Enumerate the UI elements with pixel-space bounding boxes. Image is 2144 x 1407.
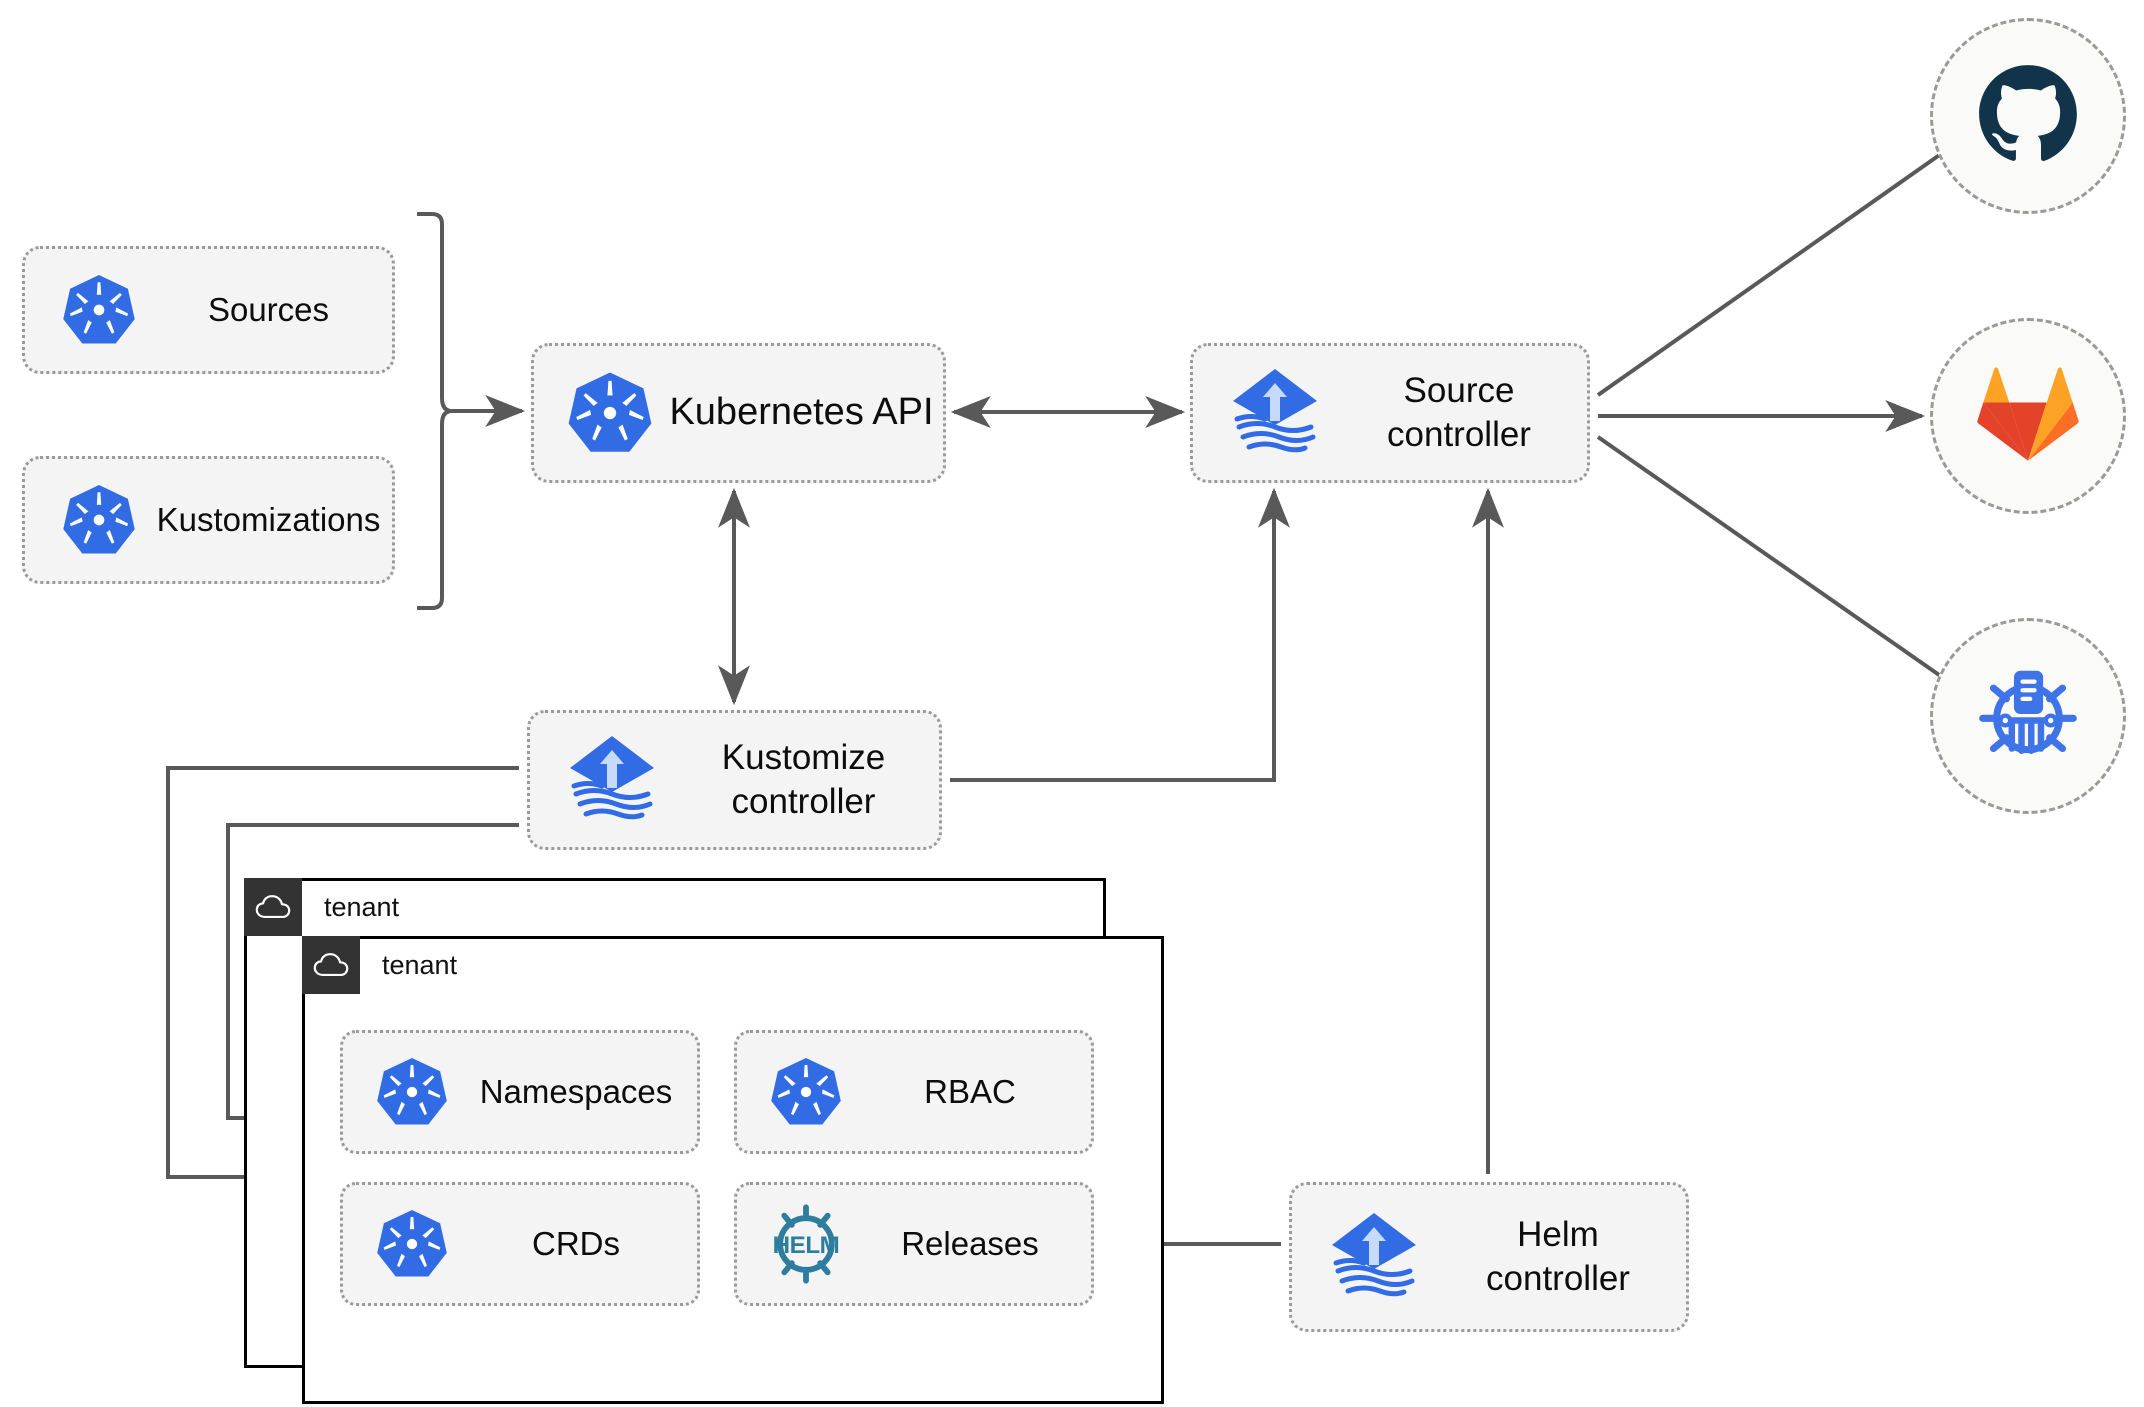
helm-repository-icon bbox=[1974, 660, 2082, 773]
resource-releases-label: Releases bbox=[901, 1225, 1039, 1262]
node-source-controller[interactable]: Source controller bbox=[1190, 343, 1590, 483]
cloud-icon bbox=[244, 878, 302, 936]
node-helm-controller[interactable]: Helm controller bbox=[1289, 1182, 1689, 1332]
resource-rbac-label: RBAC bbox=[924, 1073, 1016, 1110]
tenant-outer-label: tenant bbox=[324, 891, 400, 922]
gitlab-icon bbox=[1976, 365, 2080, 468]
helm-controller-line2: controller bbox=[1486, 1259, 1630, 1298]
tenant-inner-header: tenant bbox=[302, 936, 457, 994]
node-kustomizations[interactable]: Kustomizations bbox=[22, 456, 395, 584]
tenant-outer-header: tenant bbox=[244, 878, 399, 936]
kubernetes-icon bbox=[763, 1055, 849, 1129]
kubernetes-icon bbox=[560, 369, 660, 457]
resource-namespaces-label: Namespaces bbox=[479, 1073, 673, 1110]
tenant-container-inner[interactable]: tenant bbox=[302, 936, 1164, 1404]
cloud-icon bbox=[302, 936, 360, 994]
kubernetes-icon bbox=[369, 1207, 455, 1281]
tenant-inner-label: tenant bbox=[382, 949, 458, 980]
edge-sourcectl-helmrepo bbox=[1596, 435, 1978, 702]
edge-crd-bracket bbox=[417, 212, 453, 610]
resource-crds-label: CRDs bbox=[532, 1225, 620, 1262]
source-controller-line1: Source bbox=[1403, 371, 1515, 411]
resource-rbac[interactable]: RBAC bbox=[734, 1030, 1094, 1154]
external-github[interactable] bbox=[1930, 18, 2126, 214]
flux-icon bbox=[556, 730, 668, 830]
github-icon bbox=[1976, 62, 2080, 171]
kustomize-controller-line2: controller bbox=[731, 782, 876, 821]
node-helm-controller-label: Helm controller bbox=[1430, 1213, 1686, 1301]
resource-crds[interactable]: CRDs bbox=[340, 1182, 700, 1306]
flux-icon bbox=[1219, 363, 1331, 463]
flux-icon bbox=[1318, 1207, 1430, 1307]
helm-controller-line1: Helm bbox=[1517, 1215, 1599, 1255]
node-kustomize-controller[interactable]: Kustomize controller bbox=[527, 710, 942, 850]
edge-sourcectl-github bbox=[1596, 128, 1978, 397]
kubernetes-icon bbox=[369, 1055, 455, 1129]
kubernetes-icon bbox=[53, 272, 145, 348]
source-controller-line2: controller bbox=[1387, 415, 1531, 454]
external-gitlab[interactable] bbox=[1930, 318, 2126, 514]
external-helm-repository[interactable] bbox=[1930, 618, 2126, 814]
kustomize-controller-line1: Kustomize bbox=[721, 738, 886, 778]
node-sources[interactable]: Sources bbox=[22, 246, 395, 374]
node-source-controller-label: Source controller bbox=[1331, 369, 1587, 457]
edge-kustomizectl-sourcectl bbox=[950, 487, 1290, 782]
kubernetes-icon bbox=[53, 482, 145, 558]
node-kubernetes-api-label: Kubernetes API bbox=[669, 391, 934, 434]
node-kustomizations-label: Kustomizations bbox=[156, 501, 381, 539]
helm-icon: HELM bbox=[763, 1204, 849, 1284]
resource-releases[interactable]: HELM Releases bbox=[734, 1182, 1094, 1306]
node-sources-label: Sources bbox=[207, 291, 330, 329]
resource-namespaces[interactable]: Namespaces bbox=[340, 1030, 700, 1154]
svg-text:HELM: HELM bbox=[773, 1232, 840, 1259]
node-kubernetes-api[interactable]: Kubernetes API bbox=[531, 343, 946, 483]
node-kustomize-controller-label: Kustomize controller bbox=[668, 736, 939, 824]
